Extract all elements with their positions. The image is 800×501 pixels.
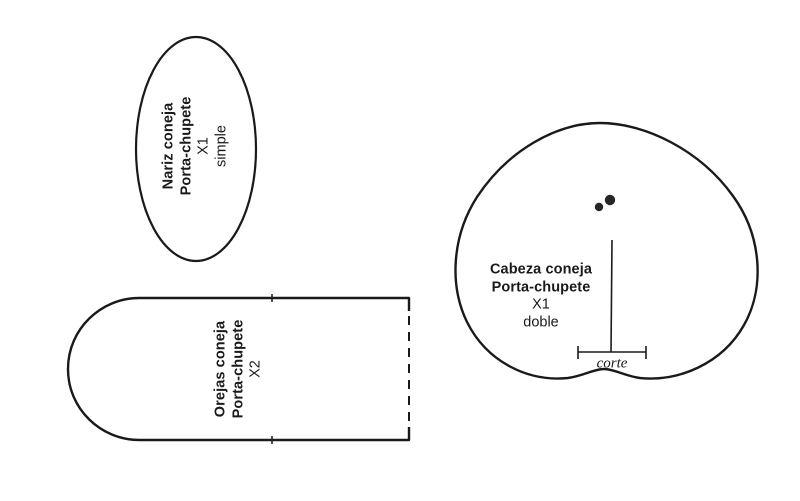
- ears-label-line1: Orejas coneja: [212, 320, 229, 418]
- head-eye-dot-left: [594, 202, 604, 212]
- nose-label-line1: Nariz coneja: [160, 102, 177, 190]
- nose-piece-label: Nariz coneja Porta-chupete X1 simple: [161, 97, 232, 196]
- ears-label-line2: Porta-chupete: [230, 319, 247, 419]
- ears-label-quantity: X2: [247, 360, 264, 378]
- head-piece-outline: [454, 121, 759, 380]
- head-cut-line: [610, 239, 613, 353]
- corte-dimension-label: corte: [596, 355, 628, 372]
- head-piece-label: Cabeza coneja Porta-chupete X1 doble: [490, 262, 592, 333]
- ears-piece-label: Orejas coneja Porta-chupete X2: [212, 320, 265, 419]
- head-label-line1: Cabeza coneja: [489, 261, 593, 278]
- head-label-note: doble: [523, 314, 559, 331]
- head-label-quantity: X1: [532, 297, 550, 313]
- nose-piece-outline: [134, 35, 258, 263]
- nose-label-quantity: X1: [196, 137, 212, 155]
- ears-piece-outline: [66, 296, 411, 442]
- head-eye-dot-right: [604, 194, 616, 206]
- nose-label-note: simple: [213, 125, 230, 167]
- head-label-line2: Porta-chupete: [491, 279, 591, 296]
- nose-label-line2: Porta-chupete: [178, 96, 195, 196]
